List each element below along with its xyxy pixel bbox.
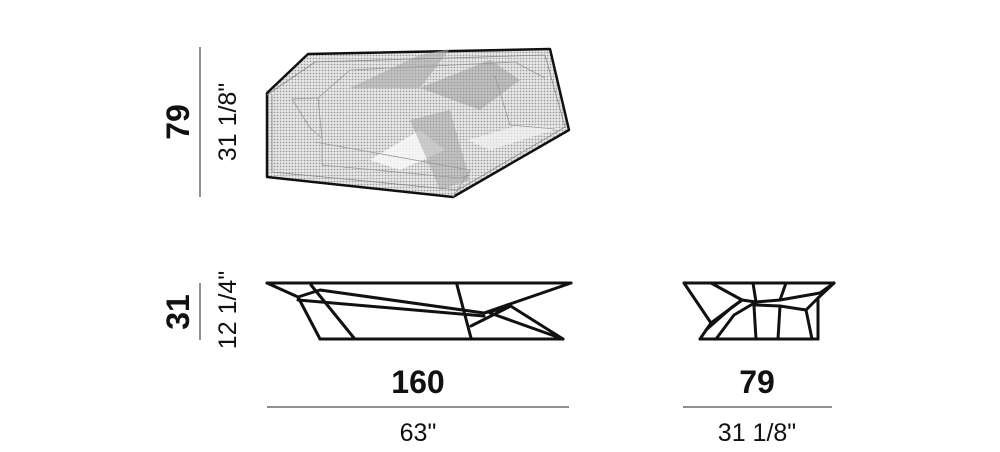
side-view-height-cm: 31 [160, 294, 196, 330]
top-view-depth-cm: 79 [160, 104, 196, 140]
top-view-glass-table [265, 47, 571, 199]
side-view-height-in: 12 1/4" [214, 271, 242, 349]
side-view-frame [265, 281, 573, 341]
top-view-depth-in: 31 1/8" [214, 83, 242, 161]
side-view-length-in: 63" [400, 419, 437, 447]
front-view-frame [682, 281, 836, 341]
front-view-width-cm: 79 [739, 364, 775, 400]
front-view-width-in: 31 1/8" [718, 419, 796, 447]
side-view-length-cm: 160 [391, 364, 444, 400]
